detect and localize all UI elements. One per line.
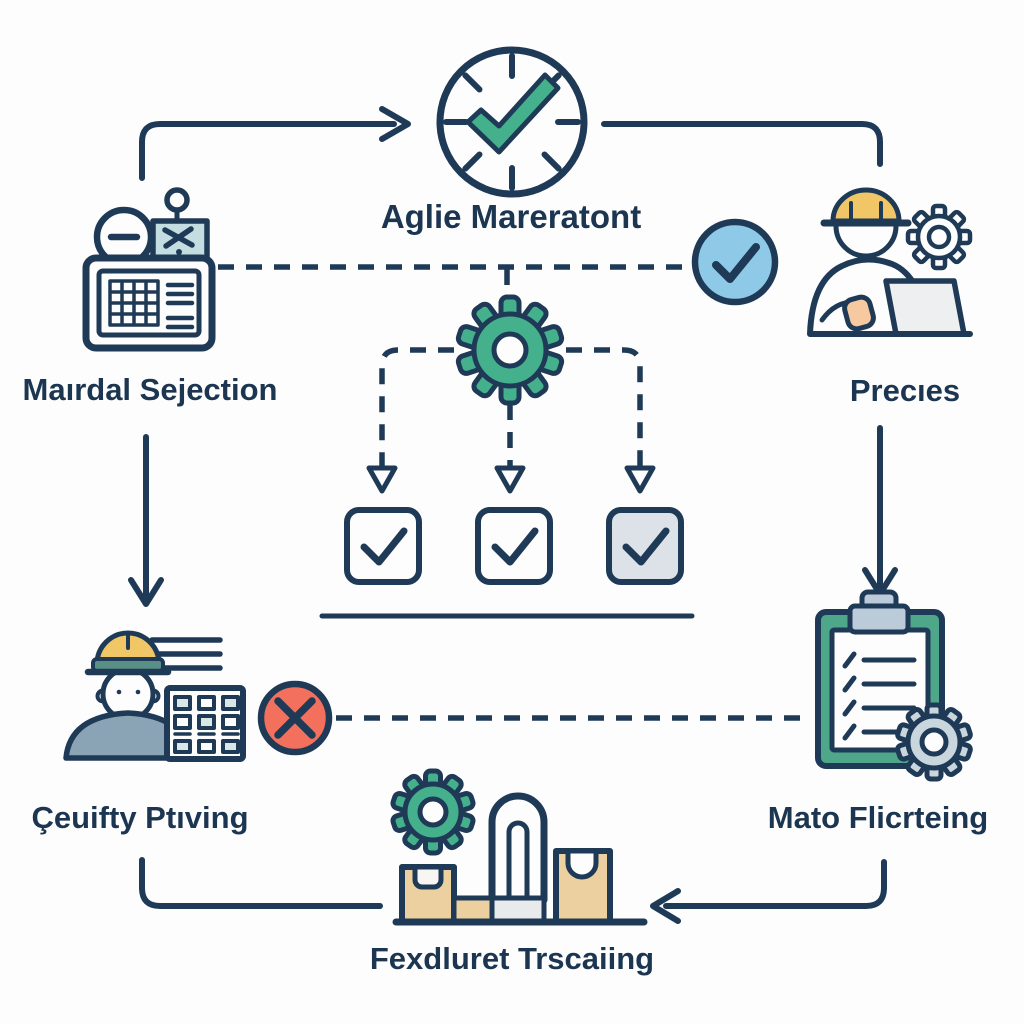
arrow-monitoring-to-production-head <box>650 888 681 924</box>
arrow-material-to-quality-head <box>128 577 164 607</box>
line-timer-to-process <box>601 121 883 167</box>
laptop-icon <box>883 278 967 337</box>
label-process: Precıes <box>849 373 961 408</box>
gray-gear-icon <box>895 702 973 782</box>
dashed-arrowhead-middle <box>494 465 526 494</box>
label-timer: Aglie Mareratont <box>380 198 642 235</box>
dashed-gear-to-checkbox-right <box>566 347 643 470</box>
worker-keypad-icon <box>63 630 246 762</box>
label-monitoring: Mato Flicrteing <box>767 800 989 835</box>
panel-grid <box>108 279 160 327</box>
dashed-arrowhead-right <box>624 465 656 494</box>
arrow-monitoring-to-production <box>663 859 887 909</box>
clipboard-checklist-gear-icon <box>815 589 973 782</box>
blue-check-circle-icon <box>691 218 779 306</box>
engineer-laptop-icon <box>807 187 973 337</box>
control-panel-icon <box>82 187 216 352</box>
checkbox-checked-2 <box>475 507 553 585</box>
hard-hat-icon <box>830 187 902 224</box>
checkbox-checked-1 <box>344 507 422 585</box>
label-production: Fexdluret Trscaiing <box>369 941 655 976</box>
machine-arch <box>488 792 548 904</box>
label-quality: Çeuifty Ptıving <box>31 800 249 835</box>
arrow-material-to-timer <box>139 121 397 181</box>
green-gear-icon <box>455 294 565 406</box>
arrow-material-to-timer-head <box>379 106 411 142</box>
small-green-gear-icon <box>390 768 476 856</box>
checkbox-checked-3 <box>606 507 684 585</box>
dashed-gear-to-checkbox-left <box>379 347 454 470</box>
label-material: Maırdal Sejection <box>22 372 278 407</box>
clock-check-icon <box>436 46 588 198</box>
line-quality-to-production <box>139 857 383 909</box>
red-x-circle-icon <box>257 680 333 756</box>
checkbox-row <box>344 507 684 585</box>
dashed-arrowhead-left <box>366 465 398 494</box>
green-check-mark <box>465 72 561 155</box>
gear-outline-icon <box>905 203 973 271</box>
factory-conveyor-icon <box>390 768 648 926</box>
